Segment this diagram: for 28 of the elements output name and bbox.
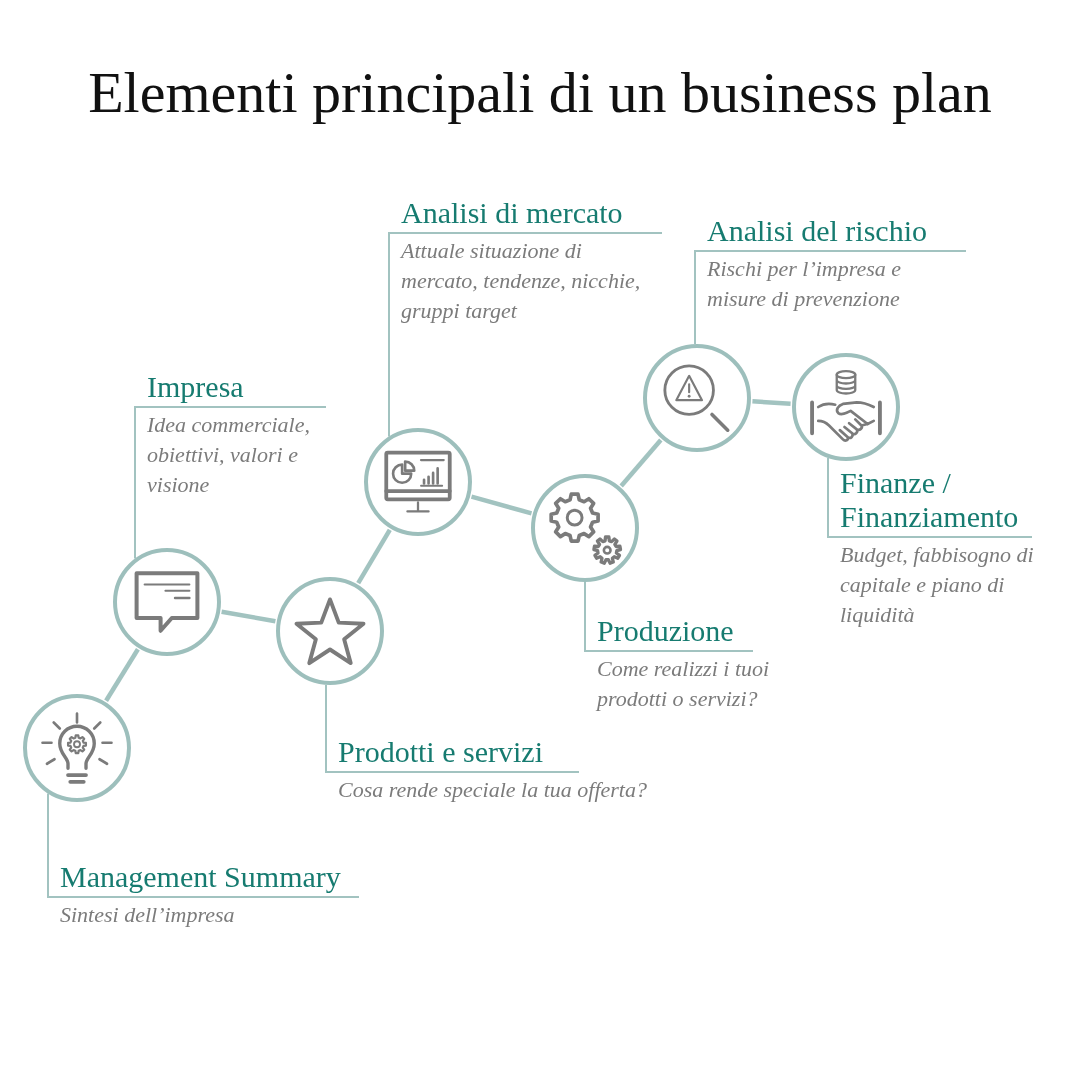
connector-line (104, 648, 140, 702)
leader-line (694, 250, 696, 344)
step-description: Come realizzi i tuoi prodotti o servizi? (597, 655, 771, 713)
step-description: Sintesi dell’impresa (60, 901, 235, 929)
step-heading: Finanze / Finanziamento (840, 466, 1020, 534)
leader-line (827, 457, 829, 538)
connector-line (470, 494, 533, 516)
step-description: Budget, fabbisogno di capitale e piano di liquidità (840, 541, 1035, 629)
leader-line (325, 684, 327, 773)
step-description: Idea commerciale, obiettivi, valori e visione (147, 411, 311, 499)
leader-line (134, 406, 136, 559)
connector-line (619, 438, 663, 488)
step-heading: Analisi del rischio (707, 214, 927, 248)
step-heading: Impresa (147, 370, 244, 404)
connector-line (356, 528, 392, 585)
step-heading: Prodotti e servizi (338, 735, 543, 769)
step-heading: Analisi di mercato (401, 196, 623, 230)
connector-line (752, 399, 791, 406)
leader-line (388, 232, 390, 437)
leader-line (47, 793, 49, 898)
step-heading: Produzione (597, 614, 734, 648)
leader-line (584, 582, 586, 652)
step-description: Attuale situazione di mercato, tendenze, nicchie, gruppi target (401, 237, 642, 325)
diagram-title: Elementi principali di un business plan (88, 59, 992, 127)
step-description: Cosa rende speciale la tua offerta? (338, 776, 647, 804)
connector-line (221, 609, 276, 624)
step-description: Rischi per l’impresa e misure di prevenzione (707, 255, 903, 313)
step-heading: Management Summary (60, 860, 341, 894)
